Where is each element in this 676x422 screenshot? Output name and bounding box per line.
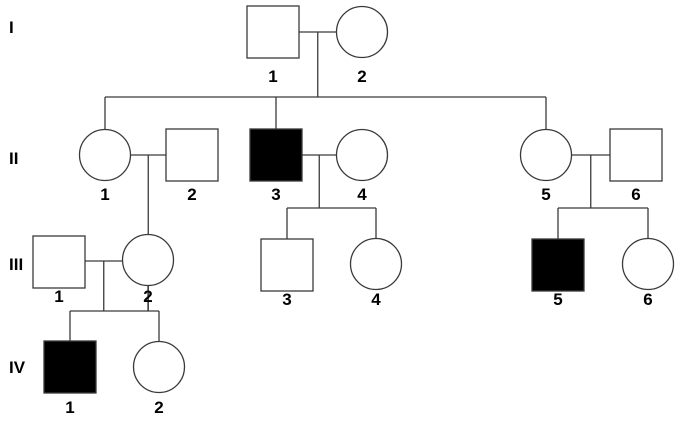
female-circle <box>621 237 675 291</box>
affected-male-square <box>249 128 303 182</box>
individual-iii-3: 3 <box>260 238 314 309</box>
female-circle <box>335 128 389 182</box>
female-circle <box>335 5 389 59</box>
male-square <box>609 128 663 182</box>
male-square <box>260 238 314 292</box>
individual-number: 4 <box>357 185 367 204</box>
generation-label-iv: IV <box>9 358 26 377</box>
individual-number: 3 <box>271 185 280 204</box>
female-circle <box>132 340 186 394</box>
female-circle <box>519 128 573 182</box>
female-circle <box>349 237 403 291</box>
individual-i-1: 1 <box>246 5 300 86</box>
female-circle <box>78 128 132 182</box>
individual-iii-4: 4 <box>349 237 403 309</box>
individual-iii-2: 2 <box>121 233 175 306</box>
individual-iii-5: 5 <box>531 238 585 309</box>
individual-number: 5 <box>553 290 562 309</box>
individual-number: 4 <box>371 290 381 309</box>
male-square <box>246 5 300 59</box>
generation-label-ii: II <box>9 149 18 168</box>
individual-number: 2 <box>154 398 163 417</box>
individual-i-2: 2 <box>335 5 389 86</box>
male-square <box>165 128 219 182</box>
individual-number: 5 <box>541 185 550 204</box>
individual-ii-1: 1 <box>78 128 132 204</box>
individual-number: 2 <box>143 287 152 306</box>
affected-male-square <box>43 340 97 394</box>
individual-ii-5: 5 <box>519 128 573 204</box>
individual-number: 1 <box>65 398 74 417</box>
generation-label-iii: III <box>9 255 23 274</box>
individual-number: 1 <box>268 67 277 86</box>
individual-number: 2 <box>187 185 196 204</box>
individual-number: 1 <box>54 287 63 306</box>
individual-number: 2 <box>357 67 366 86</box>
individual-iii-6: 6 <box>621 237 675 309</box>
affected-male-square <box>531 238 585 292</box>
individual-number: 3 <box>282 290 291 309</box>
generation-label-i: I <box>9 18 14 37</box>
individual-ii-3: 3 <box>249 128 303 204</box>
individual-iv-1: 1 <box>43 340 97 417</box>
individual-iv-2: 2 <box>132 340 186 417</box>
individual-number: 1 <box>100 185 109 204</box>
individual-ii-2: 2 <box>165 128 219 204</box>
individual-iii-1: 1 <box>32 235 86 306</box>
male-square <box>32 235 86 289</box>
individual-ii-4: 4 <box>335 128 389 204</box>
individual-ii-6: 6 <box>609 128 663 204</box>
individuals: 1 2 1 2 3 4 5 6 1 2 3 4 5 6 1 2 <box>32 5 675 417</box>
individual-number: 6 <box>631 185 640 204</box>
female-circle <box>121 233 175 287</box>
individual-number: 6 <box>643 290 652 309</box>
connector-lines <box>69 31 649 342</box>
